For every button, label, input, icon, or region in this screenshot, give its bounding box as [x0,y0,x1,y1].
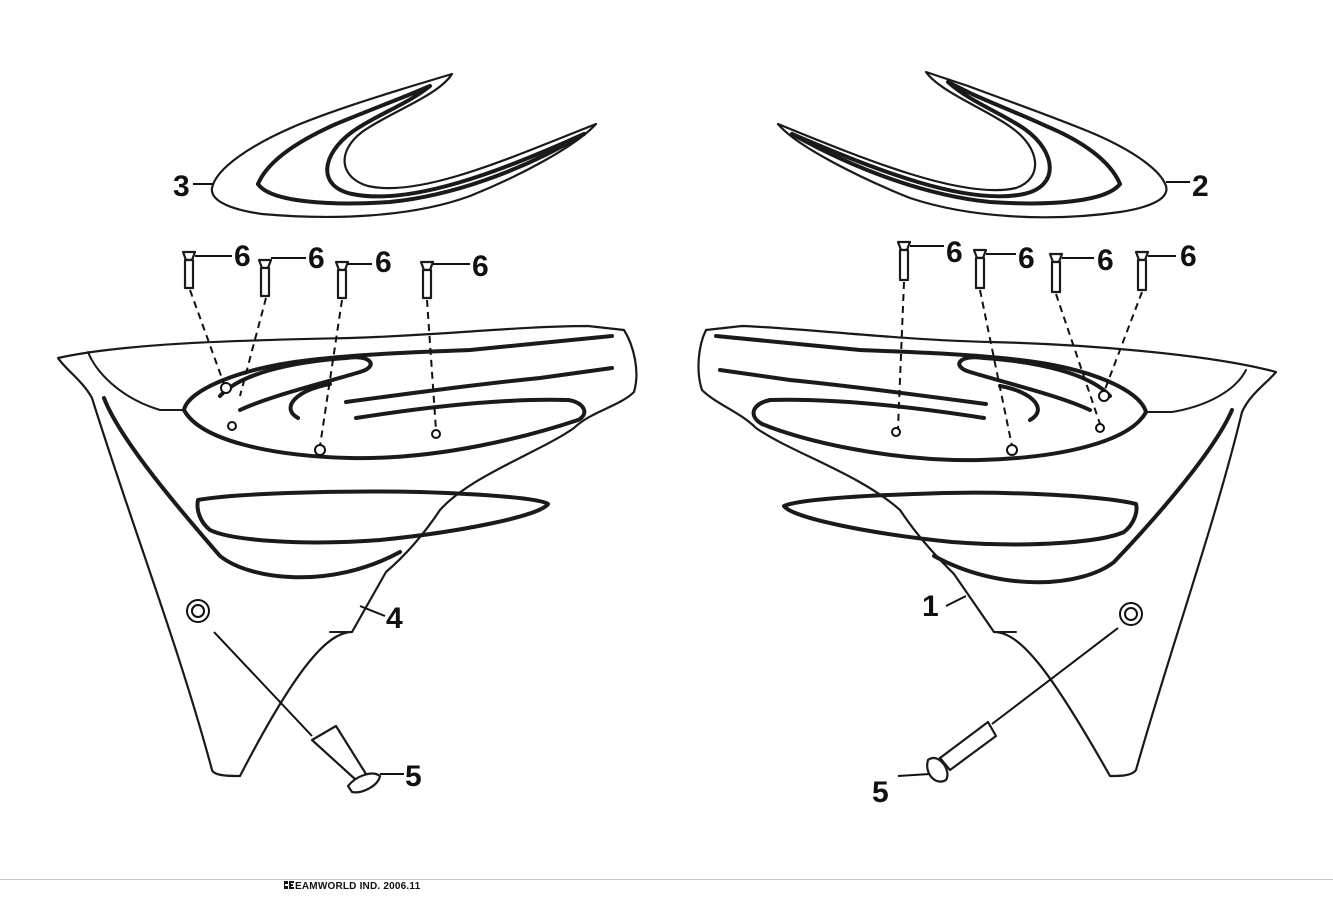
left-assembly [56,72,638,794]
footer-credit: EAMWORLD IND. 2006.11 [284,880,420,892]
footer-text: EAMWORLD IND. 2006.11 [295,881,421,892]
screw [257,258,273,298]
callout-6: 6 [1097,244,1114,277]
callout-6: 6 [472,250,489,283]
screw [334,260,350,300]
callout-2: 2 [1192,170,1209,203]
screw [972,248,988,290]
callout-6: 6 [308,242,325,275]
right-assembly [697,70,1278,783]
company-logo-icon [284,881,294,889]
screw-group-right [896,240,1150,447]
side-cover-right [697,324,1278,778]
bolt-left [213,631,382,794]
callout-4: 4 [386,602,403,635]
trim-strip-left [210,72,598,218]
footer-divider [0,879,1333,880]
callout-6: 6 [1018,242,1035,275]
bolt-right [926,627,1119,783]
callout-3: 3 [173,170,190,203]
screw [1048,252,1064,294]
callout-5: 5 [872,776,889,809]
callout-6: 6 [946,236,963,269]
side-cover-left [56,324,638,778]
screw [1134,250,1150,292]
callout-5: 5 [405,760,422,793]
callout-6: 6 [234,240,251,273]
screw [896,240,912,282]
callout-1: 1 [922,590,939,623]
screw-group-left [181,250,437,447]
screw [181,250,197,290]
callout-6: 6 [1180,240,1197,273]
screw [419,260,435,300]
trim-strip-right [776,70,1168,219]
callout-6: 6 [375,246,392,279]
